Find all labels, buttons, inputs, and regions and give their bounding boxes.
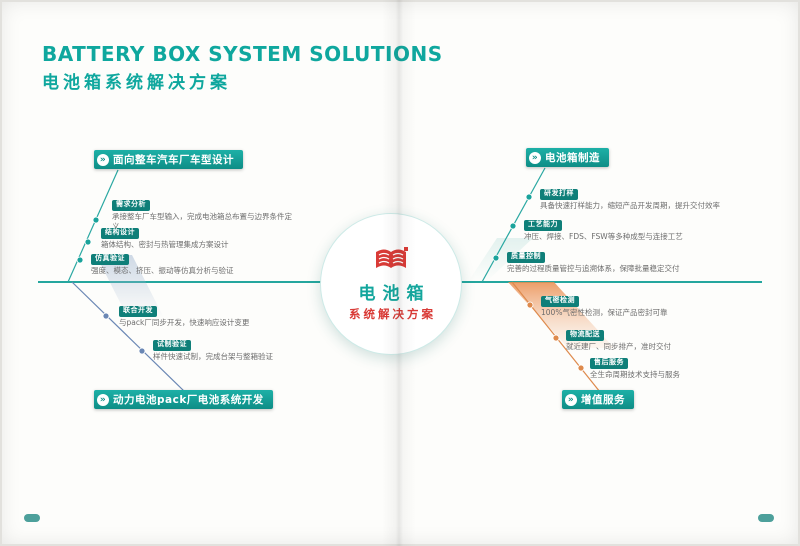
- node-dot: [492, 254, 500, 262]
- branch-label-manufacturing: » 电池箱制造: [526, 148, 609, 167]
- branch-label-text: 面向整车汽车厂车型设计: [113, 154, 234, 166]
- arrow-icon: »: [565, 393, 577, 406]
- item-tag: 质量控制: [507, 251, 545, 263]
- node-dot: [92, 216, 100, 224]
- item-tag: 售后服务: [590, 357, 628, 369]
- item-desc: 全生命周期技术支持与服务: [590, 369, 680, 379]
- item-tag: 气密检测: [541, 295, 579, 307]
- item-desc: 100%气密性检测，保证产品密封可靠: [541, 307, 668, 317]
- item-desc: 强度、模态、挤压、振动等仿真分析与验证: [91, 265, 234, 275]
- branch-item: 质量控制 完善的过程质量管控与追溯体系，保障批量稳定交付: [507, 251, 689, 274]
- node-dot: [84, 238, 92, 246]
- branch-label-vehicle-design: » 面向整车汽车厂车型设计: [94, 150, 243, 169]
- page-marker-left: [24, 514, 40, 522]
- node-dot: [509, 222, 517, 230]
- branch-item: 试制验证 样件快速试制，完成台架与整箱验证: [153, 339, 318, 362]
- page-marker-right: [758, 514, 774, 522]
- item-tag: 仿真验证: [91, 253, 129, 265]
- node-dot: [102, 312, 110, 320]
- branch-item: 研发打样 具备快速打样能力，缩短产品开发周期，提升交付效率: [540, 188, 720, 211]
- branch-item: 物流配送 就近建厂、同步排产，准时交付: [566, 329, 726, 352]
- item-desc: 箱体结构、密封与热管理集成方案设计: [101, 239, 229, 249]
- branch-label-pack-development: » 动力电池pack厂电池系统开发: [94, 390, 273, 409]
- center-circle: 电池箱 系统解决方案: [320, 213, 462, 355]
- branch-label-text: 电池箱制造: [545, 152, 600, 164]
- item-desc: 完善的过程质量管控与追溯体系，保障批量稳定交付: [507, 263, 680, 273]
- item-tag: 工艺能力: [524, 219, 562, 231]
- branch-label-text: 动力电池pack厂电池系统开发: [113, 394, 264, 406]
- branch-item: 结构设计 箱体结构、密封与热管理集成方案设计: [101, 227, 273, 250]
- brand-logo-icon: [376, 247, 408, 268]
- node-dot: [552, 334, 560, 342]
- item-desc: 与pack厂同步开发，快速响应设计变更: [119, 317, 250, 327]
- branch-item: 工艺能力 冲压、焊接、FDS、FSW等多种成型与连接工艺: [524, 219, 702, 242]
- center-name-line2: 系统解决方案: [349, 307, 436, 321]
- item-desc: 样件快速试制，完成台架与整箱验证: [153, 351, 273, 361]
- item-tag: 物流配送: [566, 329, 604, 341]
- arrow-icon: »: [97, 153, 109, 166]
- item-desc: 就近建厂、同步排产，准时交付: [566, 341, 671, 351]
- item-desc: 具备快速打样能力，缩短产品开发周期，提升交付效率: [540, 200, 720, 210]
- branch-item: 售后服务 全生命周期技术支持与服务: [590, 357, 745, 380]
- node-dot: [138, 347, 146, 355]
- node-dot: [525, 193, 533, 201]
- branch-label-value-added: » 增值服务: [562, 390, 634, 409]
- branch-item: 气密检测 100%气密性检测，保证产品密封可靠: [541, 295, 706, 318]
- item-tag: 研发打样: [540, 188, 578, 200]
- page-title-zh: 电池箱系统解决方案: [42, 73, 231, 93]
- arrow-icon: »: [529, 151, 541, 164]
- page-title-en: BATTERY BOX SYSTEM SOLUTIONS: [42, 42, 443, 66]
- branch-line-bottom-left: [71, 281, 186, 393]
- branch-label-text: 增值服务: [581, 394, 625, 406]
- node-dot: [577, 364, 585, 372]
- arrow-icon: »: [97, 393, 109, 406]
- item-desc: 冲压、焊接、FDS、FSW等多种成型与连接工艺: [524, 231, 683, 241]
- branch-item: 仿真验证 强度、模态、挤压、振动等仿真分析与验证: [91, 253, 269, 276]
- center-name-line1: 电池箱: [358, 284, 431, 304]
- node-dot: [76, 256, 84, 264]
- item-tag: 试制验证: [153, 339, 191, 351]
- item-tag: 需求分析: [112, 199, 150, 211]
- item-tag: 结构设计: [101, 227, 139, 239]
- branch-item: 联合开发 与pack厂同步开发，快速响应设计变更: [119, 305, 287, 328]
- node-dot: [526, 301, 534, 309]
- item-tag: 联合开发: [119, 305, 157, 317]
